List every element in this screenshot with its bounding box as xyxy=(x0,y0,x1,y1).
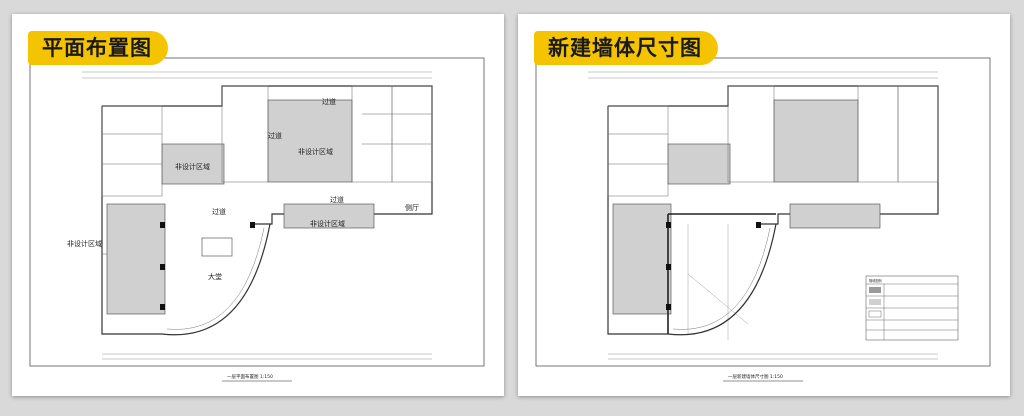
nondesign-mid-label: 非设计区域 xyxy=(175,162,210,171)
nondesign-right-label: 非设计区域 xyxy=(310,219,345,228)
corridor-left-label: 过道 xyxy=(212,207,226,216)
sheet-title-tag: 新建墙体尺寸图 xyxy=(534,31,718,65)
nondesign-left-label: 非设计区域 xyxy=(67,239,102,248)
corridor-top-label: 过道 xyxy=(322,97,336,106)
wall-legend: 隔墙图例 xyxy=(865,275,959,341)
nondesign-top-label: 非设计区域 xyxy=(298,147,333,156)
wall-dimension-drawing: 隔墙图例 一层新建墙体尺寸图 1:150 xyxy=(535,57,991,382)
floor-plan-drawing: 过道 过道 过道 过道 非设计区域 非设计区域 非设计区域 非设计区域 侧厅 大… xyxy=(29,57,485,382)
floor-plan-sheet-left: 过道 过道 过道 过道 非设计区域 非设计区域 非设计区域 非设计区域 侧厅 大… xyxy=(12,14,504,396)
wall-dimension-sheet-right: 隔墙图例 一层新建墙体尺寸图 1:150 新建墙体尺寸图 xyxy=(518,14,1010,396)
drawing-caption: 一层平面布置图 1:150 xyxy=(227,373,273,380)
lobby-label: 大堂 xyxy=(208,272,222,281)
drawing-caption: 一层新建墙体尺寸图 1:150 xyxy=(728,373,783,380)
sheet-title-tag: 平面布置图 xyxy=(28,31,168,65)
legend-title: 隔墙图例 xyxy=(869,278,882,283)
side-hall-label: 侧厅 xyxy=(405,203,419,212)
corridor-right-label: 过道 xyxy=(268,131,282,140)
corridor-mid-label: 过道 xyxy=(330,195,344,204)
